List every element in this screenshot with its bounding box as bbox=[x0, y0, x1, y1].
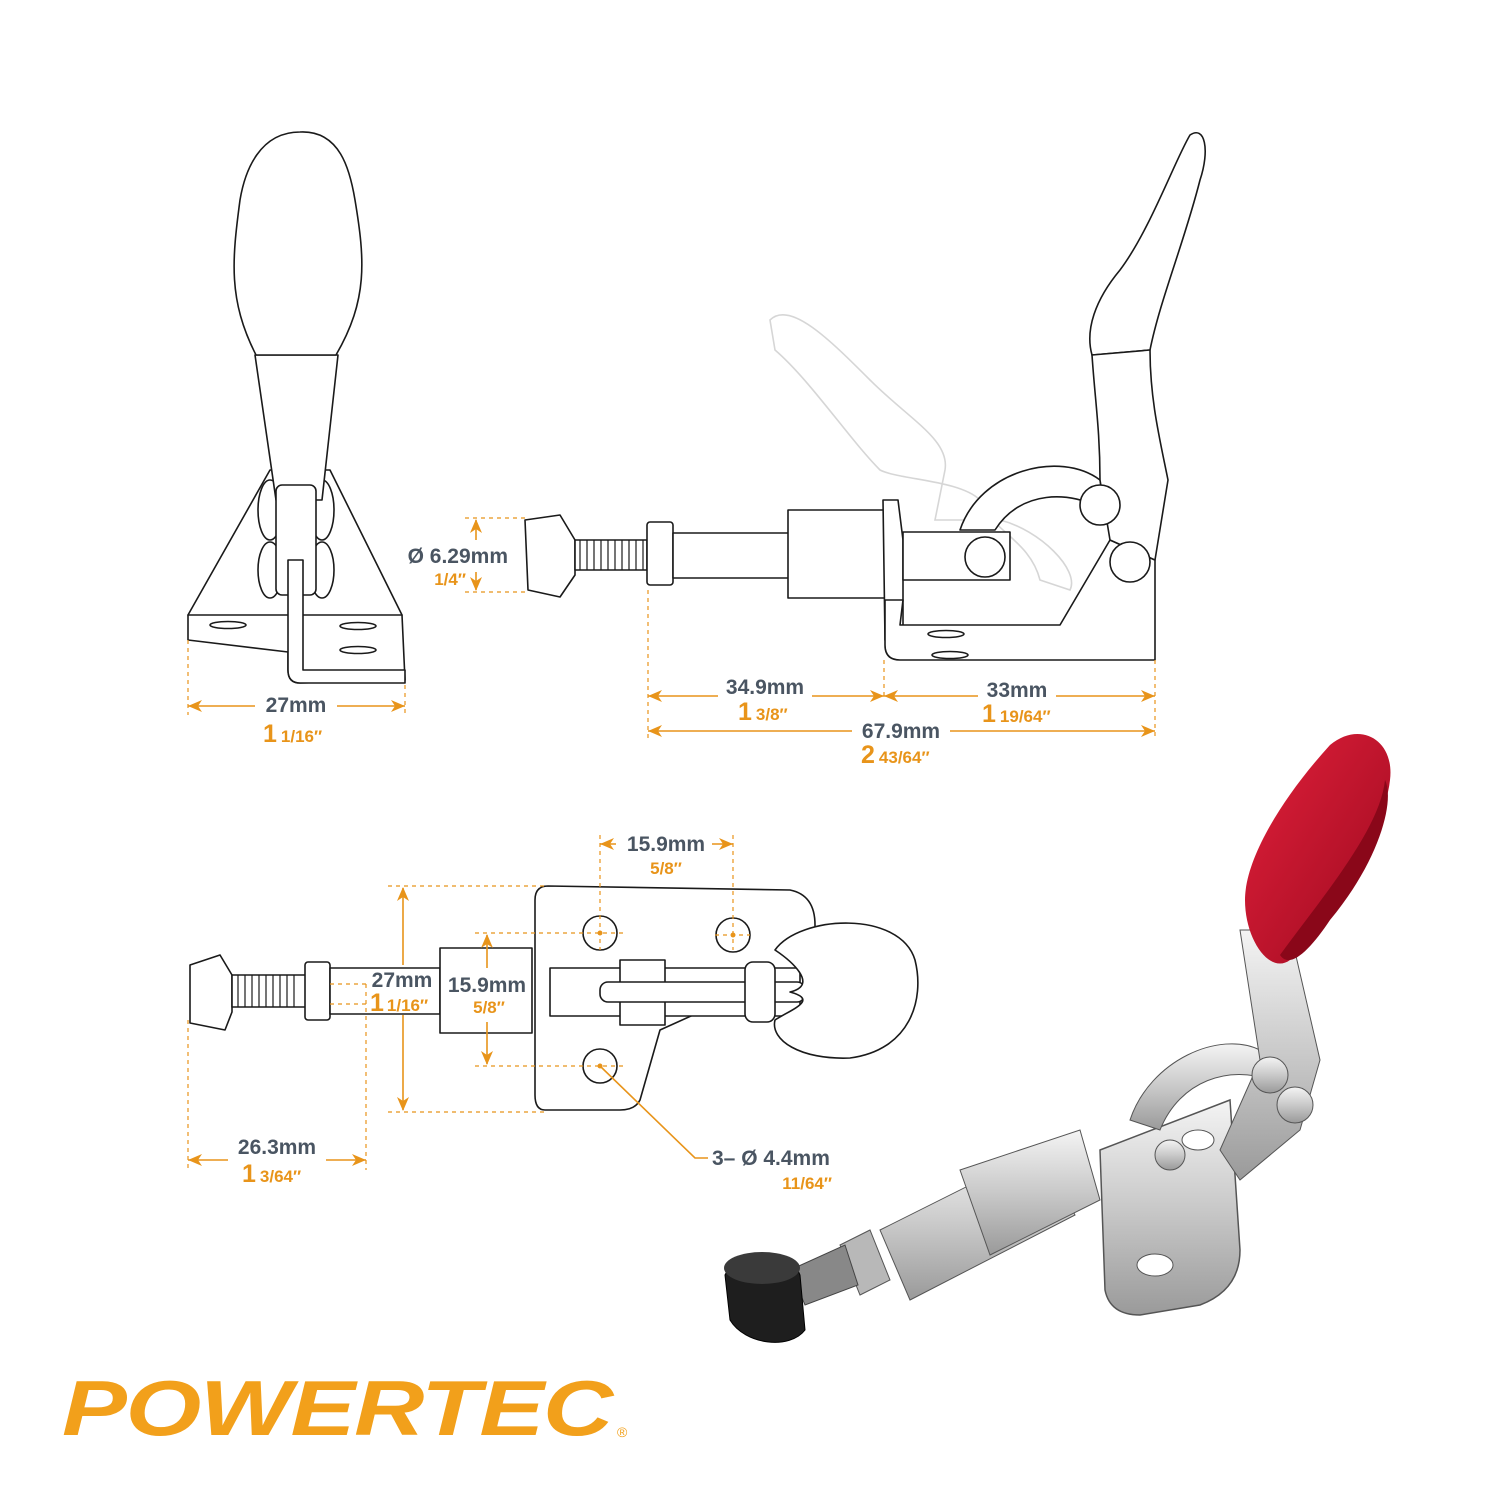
dim-inch-fraction: 1/16″ bbox=[281, 727, 322, 746]
dim-mm-label: 15.9mm bbox=[448, 974, 526, 997]
powertec-logo: POWERTEC ® bbox=[62, 1364, 628, 1452]
dim-hole-spacing-y: 15.9mm 5/8″ bbox=[448, 974, 526, 1017]
svg-text:11/16″: 11/16″ bbox=[263, 720, 322, 748]
dim-inch-fraction: 5/8″ bbox=[473, 998, 505, 1017]
dimension-lines bbox=[187, 517, 1156, 1170]
svg-text:11/16″: 11/16″ bbox=[370, 989, 428, 1017]
dim-inch-fraction: 43/64″ bbox=[879, 748, 930, 767]
dim-inch-whole: 1 bbox=[982, 700, 996, 728]
top-view-drawing bbox=[189, 885, 919, 1111]
dim-inch-whole: 1 bbox=[738, 698, 752, 726]
front-view-drawing bbox=[187, 131, 406, 684]
dim-inch-whole: 1 bbox=[263, 720, 277, 748]
dim-inch-fraction: 5/8″ bbox=[650, 859, 682, 878]
dim-mm-label: 27mm bbox=[266, 694, 327, 717]
dim-inch-whole: 2 bbox=[861, 741, 875, 769]
dim-mm-label: 34.9mm bbox=[726, 676, 804, 699]
dim-mm-label: Ø 6.29mm bbox=[408, 545, 508, 568]
logo-text: POWERTEC bbox=[62, 1364, 615, 1452]
svg-text:243/64″: 243/64″ bbox=[861, 741, 930, 769]
dim-inch-whole: 1 bbox=[242, 1160, 256, 1188]
dim-mm-label: 67.9mm bbox=[862, 720, 940, 743]
svg-text:119/64″: 119/64″ bbox=[982, 700, 1051, 728]
dim-inch-fraction: 1/16″ bbox=[387, 996, 428, 1015]
dim-inch-fraction: 19/64″ bbox=[1000, 707, 1051, 726]
dim-tip-diameter: Ø 6.29mm 1/4″ bbox=[408, 545, 508, 589]
clamp-product-render bbox=[724, 733, 1391, 1343]
svg-text:13/64″: 13/64″ bbox=[242, 1160, 301, 1188]
dim-inch-fraction: 3/8″ bbox=[756, 705, 788, 724]
dim-inch-fraction: 11/64″ bbox=[782, 1174, 832, 1193]
dim-mount-holes: 3– Ø 4.4mm 11/64″ bbox=[712, 1147, 832, 1193]
svg-text:13/8″: 13/8″ bbox=[738, 698, 788, 726]
dim-inch-fraction: 3/64″ bbox=[260, 1167, 301, 1186]
registered-mark: ® bbox=[617, 1424, 628, 1440]
dim-mm-label: 26.3mm bbox=[238, 1136, 316, 1159]
dim-inch-fraction: 1/4″ bbox=[434, 570, 466, 589]
dim-mm-label: 15.9mm bbox=[627, 833, 705, 856]
dim-hole-spacing-x: 15.9mm 5/8″ bbox=[627, 833, 705, 878]
dim-mm-label: 3– Ø 4.4mm bbox=[712, 1147, 830, 1170]
dim-mm-label: 27mm bbox=[372, 969, 433, 992]
side-view-drawing bbox=[524, 132, 1206, 661]
dim-mm-label: 33mm bbox=[987, 679, 1048, 702]
dim-inch-whole: 1 bbox=[370, 989, 384, 1017]
